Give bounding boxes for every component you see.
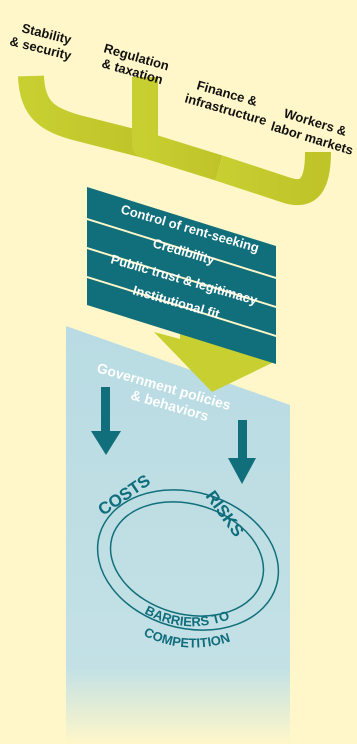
outer-ring bbox=[96, 489, 280, 631]
middle-fork-branch bbox=[132, 77, 223, 181]
right-down-arrow bbox=[228, 420, 256, 484]
bar-control-rent-seeking bbox=[87, 187, 276, 277]
bar-credibility bbox=[87, 220, 276, 306]
bar-public-trust bbox=[87, 249, 276, 335]
right-fork-branch bbox=[214, 151, 331, 205]
left-arrow-head bbox=[91, 431, 121, 455]
inner-ring bbox=[109, 501, 265, 617]
bar-institutional-fit bbox=[87, 278, 276, 364]
right-arrow-head bbox=[228, 458, 256, 484]
left-fork-branch bbox=[18, 75, 158, 158]
left-arrow-shaft bbox=[101, 387, 110, 444]
right-arrow-shaft bbox=[238, 420, 247, 469]
policy-panel bbox=[66, 326, 290, 744]
policy-bars: Control of rent-seeking Credibility Publ… bbox=[87, 187, 276, 364]
left-down-arrow bbox=[91, 387, 121, 455]
